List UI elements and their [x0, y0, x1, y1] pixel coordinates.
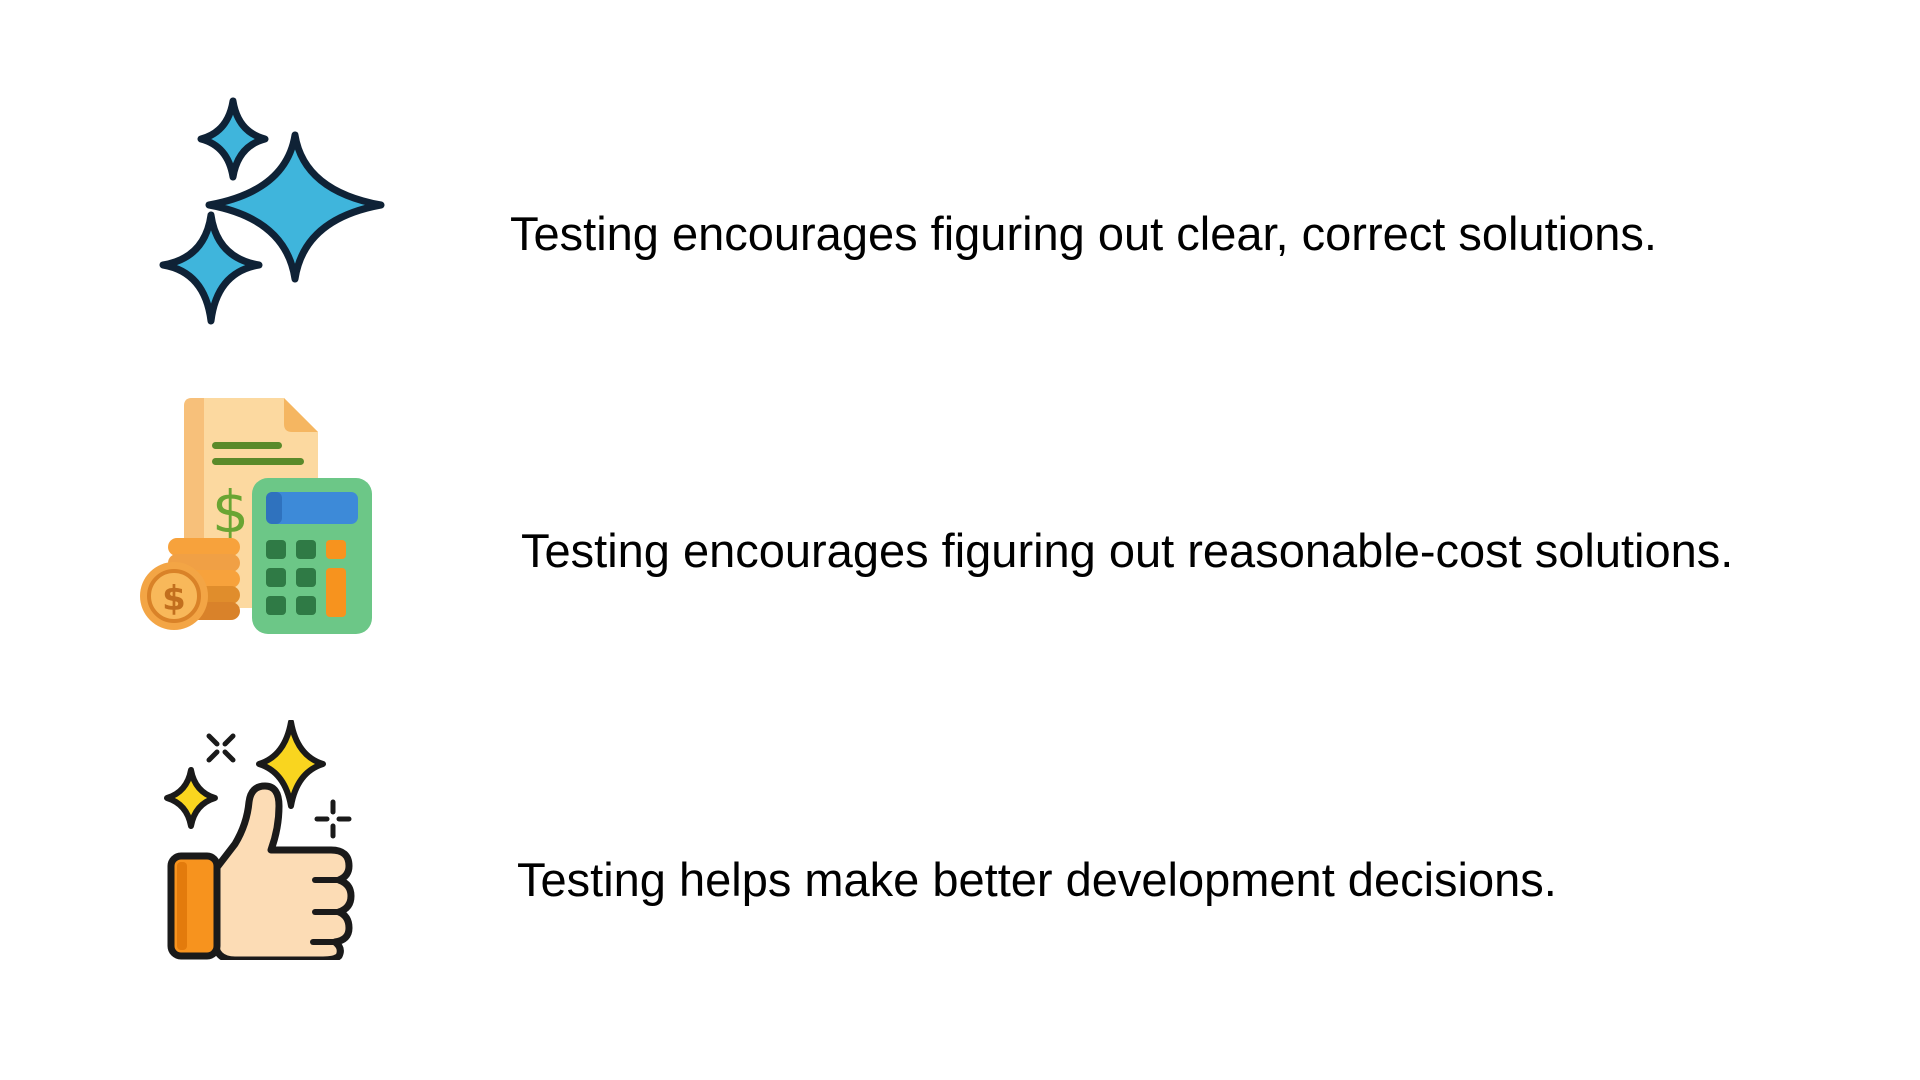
svg-text:$: $	[162, 579, 186, 619]
point-text: Testing encourages figuring out clear, c…	[510, 207, 1657, 260]
point-text: Testing encourages figuring out reasonab…	[521, 524, 1734, 577]
point-row-better-decisions: Testing helps make better development de…	[0, 680, 1920, 1080]
svg-text:$: $	[212, 478, 249, 546]
budget-calculator-icon: $ $	[138, 398, 376, 636]
thumbs-up-icon	[163, 720, 378, 960]
point-row-clear-solutions: Testing encourages figuring out clear, c…	[0, 0, 1920, 360]
sparkles-icon	[155, 95, 385, 330]
point-row-reasonable-cost: $ $	[0, 360, 1920, 680]
point-text: Testing helps make better development de…	[517, 853, 1557, 906]
